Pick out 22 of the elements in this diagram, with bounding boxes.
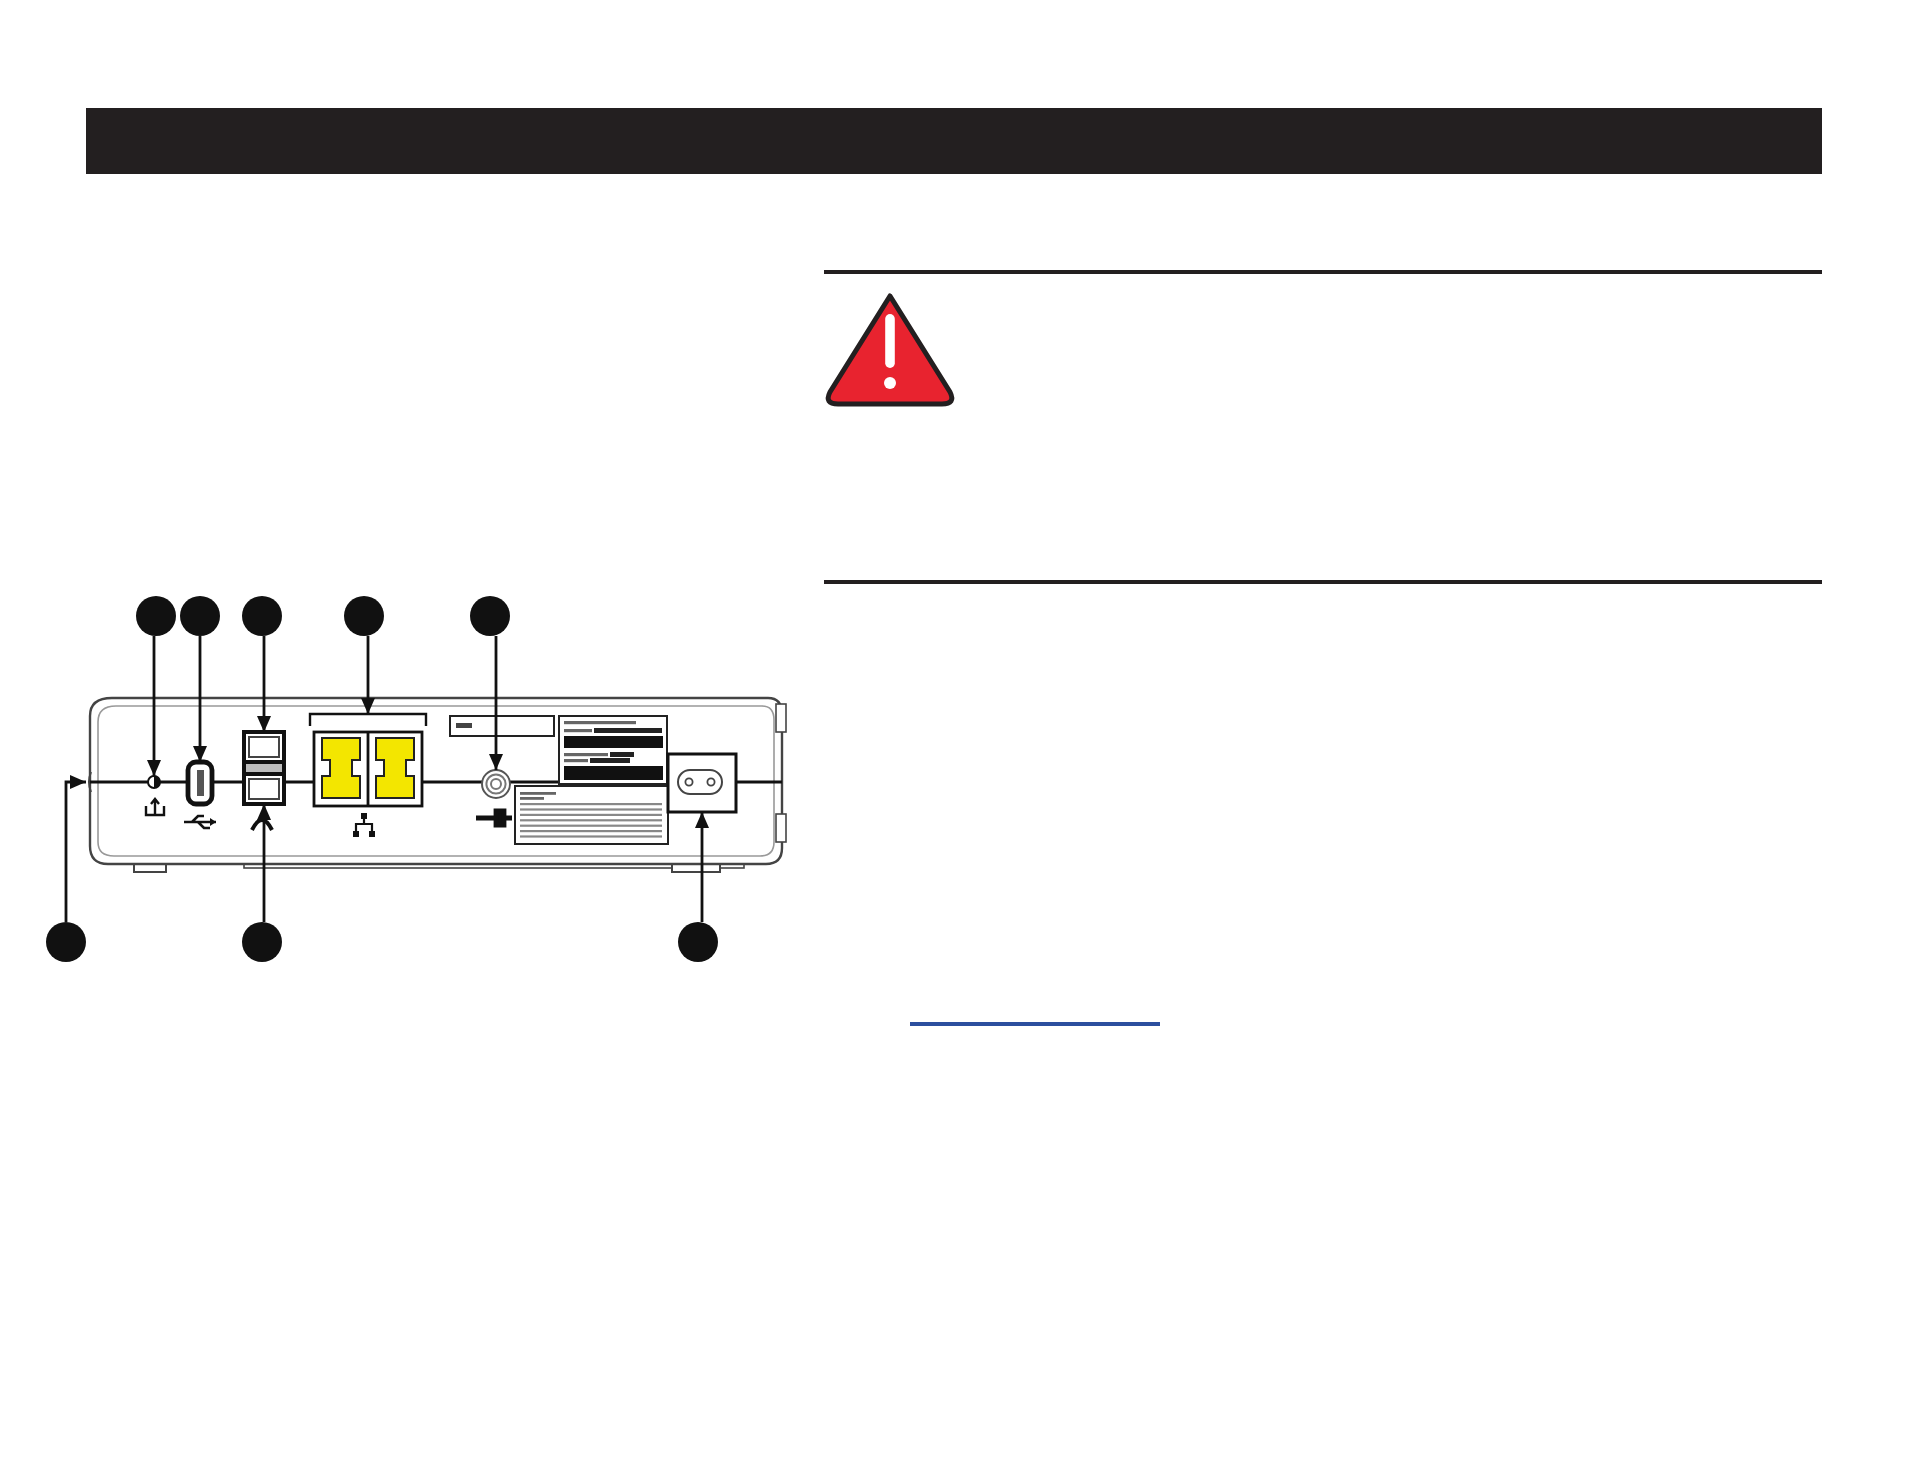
phone-jack — [242, 730, 286, 764]
leader-line — [147, 636, 161, 776]
callout-circle — [344, 596, 384, 636]
leader-line — [64, 775, 86, 922]
callout-circle — [180, 596, 220, 636]
callout-circle — [470, 596, 510, 636]
callout-circle — [242, 922, 282, 962]
callout-circle — [242, 596, 282, 636]
callout-circle — [136, 596, 176, 636]
callout-circle — [678, 922, 718, 962]
coax-connector — [481, 769, 511, 799]
network-jacks — [308, 712, 428, 808]
modem-rear-panel-illustration — [86, 696, 788, 876]
leader-line — [257, 804, 271, 922]
leader-line — [361, 636, 375, 714]
leader-line — [193, 636, 207, 762]
phone-jack — [242, 772, 286, 806]
leader-line — [257, 636, 271, 732]
callout-circle — [46, 922, 86, 962]
usb-port — [185, 759, 215, 807]
leader-line — [489, 636, 503, 770]
reset-hole — [147, 775, 161, 789]
